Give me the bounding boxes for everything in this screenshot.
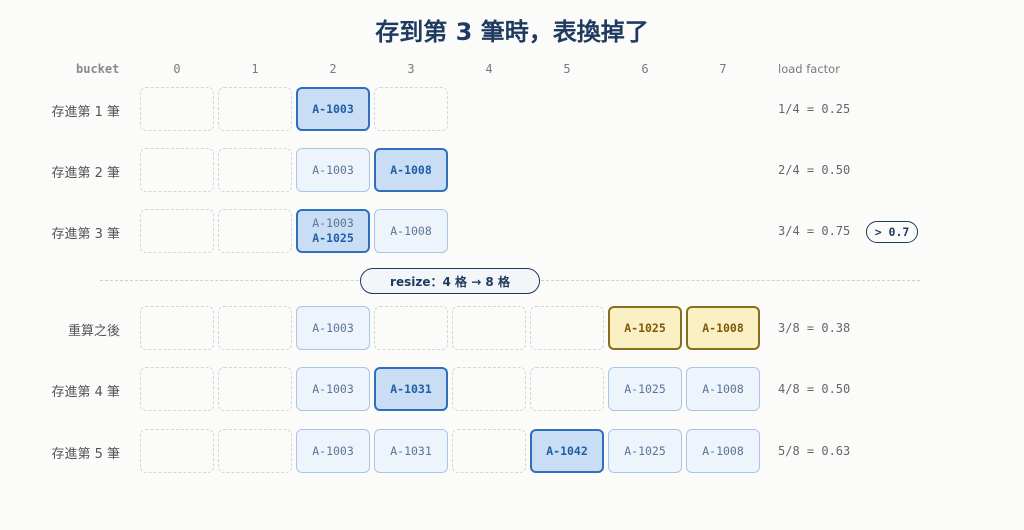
empty-bucket bbox=[140, 209, 214, 253]
bucket-key: A-1008 bbox=[702, 443, 744, 458]
load-factor-value: 5/8 = 0.63 bbox=[778, 444, 851, 458]
empty-bucket bbox=[140, 87, 214, 131]
bucket-index-3: 3 bbox=[407, 62, 415, 76]
bucket-key: A-1008 bbox=[390, 162, 432, 177]
bucket-cell: A-1042 bbox=[530, 429, 604, 473]
bucket-cell: A-1003 bbox=[296, 306, 370, 350]
empty-bucket bbox=[374, 87, 448, 131]
empty-bucket bbox=[452, 429, 526, 473]
bucket-key: A-1008 bbox=[702, 381, 744, 396]
load-factor-value: 2/4 = 0.50 bbox=[778, 163, 851, 177]
empty-bucket bbox=[140, 148, 214, 192]
bucket-key: A-1031 bbox=[390, 381, 432, 396]
empty-bucket bbox=[452, 306, 526, 350]
bucket-index-5: 5 bbox=[563, 62, 571, 76]
bucket-key: A-1003 bbox=[312, 320, 354, 335]
empty-bucket bbox=[140, 367, 214, 411]
empty-bucket bbox=[530, 367, 604, 411]
empty-bucket bbox=[218, 367, 292, 411]
bucket-cell: A-1008 bbox=[686, 306, 760, 350]
bucket-index-4: 4 bbox=[485, 62, 493, 76]
bucket-cell: A-1008 bbox=[374, 209, 448, 253]
bucket-cell: A-1008 bbox=[686, 367, 760, 411]
bucket-index-0: 0 bbox=[173, 62, 181, 76]
load-factor-value: 3/4 = 0.75 bbox=[778, 224, 851, 238]
row-label: 存進第 2 筆 bbox=[51, 166, 120, 181]
load-factor-value: 3/8 = 0.38 bbox=[778, 321, 851, 335]
row-label: 存進第 3 筆 bbox=[51, 227, 120, 242]
row-label: 重算之後 bbox=[67, 324, 120, 339]
empty-bucket bbox=[140, 429, 214, 473]
bucket-key: A-1003 bbox=[312, 443, 354, 458]
bucket-cell: A-1008 bbox=[374, 148, 448, 192]
threshold-badge: > 0.7 bbox=[866, 221, 918, 243]
load-factor-value: 1/4 = 0.25 bbox=[778, 102, 851, 116]
bucket-cell: A-1003 bbox=[296, 87, 370, 131]
empty-bucket bbox=[530, 306, 604, 350]
empty-bucket bbox=[218, 306, 292, 350]
bucket-cell: A-1025 bbox=[608, 429, 682, 473]
bucket-index-6: 6 bbox=[641, 62, 649, 76]
empty-bucket bbox=[140, 306, 214, 350]
bucket-key: A-1003 bbox=[312, 101, 354, 116]
row-label: 存進第 5 筆 bbox=[51, 447, 120, 462]
bucket-cell: A-1008 bbox=[686, 429, 760, 473]
load-factor-header: load factor bbox=[778, 62, 840, 76]
row-label: 存進第 1 筆 bbox=[51, 105, 120, 120]
page-title: 存到第 3 筆時，表換掉了 bbox=[375, 18, 649, 46]
bucket-cell: A-1031 bbox=[374, 367, 448, 411]
resize-label: resize：4 格 → 8 格 bbox=[360, 268, 540, 294]
bucket-key: A-1008 bbox=[702, 320, 744, 335]
bucket-index-7: 7 bbox=[719, 62, 727, 76]
empty-bucket bbox=[218, 87, 292, 131]
bucket-cell: A-1003 bbox=[296, 429, 370, 473]
bucket-key: A-1008 bbox=[390, 223, 432, 238]
bucket-key: A-1003 bbox=[312, 216, 354, 230]
bucket-key: A-1003 bbox=[312, 162, 354, 177]
bucket-key: A-1025 bbox=[312, 231, 354, 245]
bucket-cell: A-1025 bbox=[608, 306, 682, 350]
empty-bucket bbox=[218, 148, 292, 192]
bucket-key: A-1031 bbox=[390, 443, 432, 458]
bucket-cell: A-1031 bbox=[374, 429, 448, 473]
empty-bucket bbox=[218, 429, 292, 473]
bucket-cell: A-1003 bbox=[296, 367, 370, 411]
bucket-key: A-1042 bbox=[546, 443, 588, 458]
bucket-cell: A-1025 bbox=[608, 367, 682, 411]
empty-bucket bbox=[374, 306, 448, 350]
empty-bucket bbox=[452, 367, 526, 411]
bucket-key: A-1025 bbox=[624, 381, 666, 396]
bucket-header: bucket bbox=[76, 62, 120, 76]
bucket-index-1: 1 bbox=[251, 62, 259, 76]
bucket-cell: A-1003 bbox=[296, 148, 370, 192]
bucket-key: A-1025 bbox=[624, 320, 666, 335]
load-factor-value: 4/8 = 0.50 bbox=[778, 382, 851, 396]
bucket-key: A-1025 bbox=[624, 443, 666, 458]
bucket-key: A-1003 bbox=[312, 381, 354, 396]
bucket-index-2: 2 bbox=[329, 62, 337, 76]
row-label: 存進第 4 筆 bbox=[51, 385, 120, 400]
empty-bucket bbox=[218, 209, 292, 253]
